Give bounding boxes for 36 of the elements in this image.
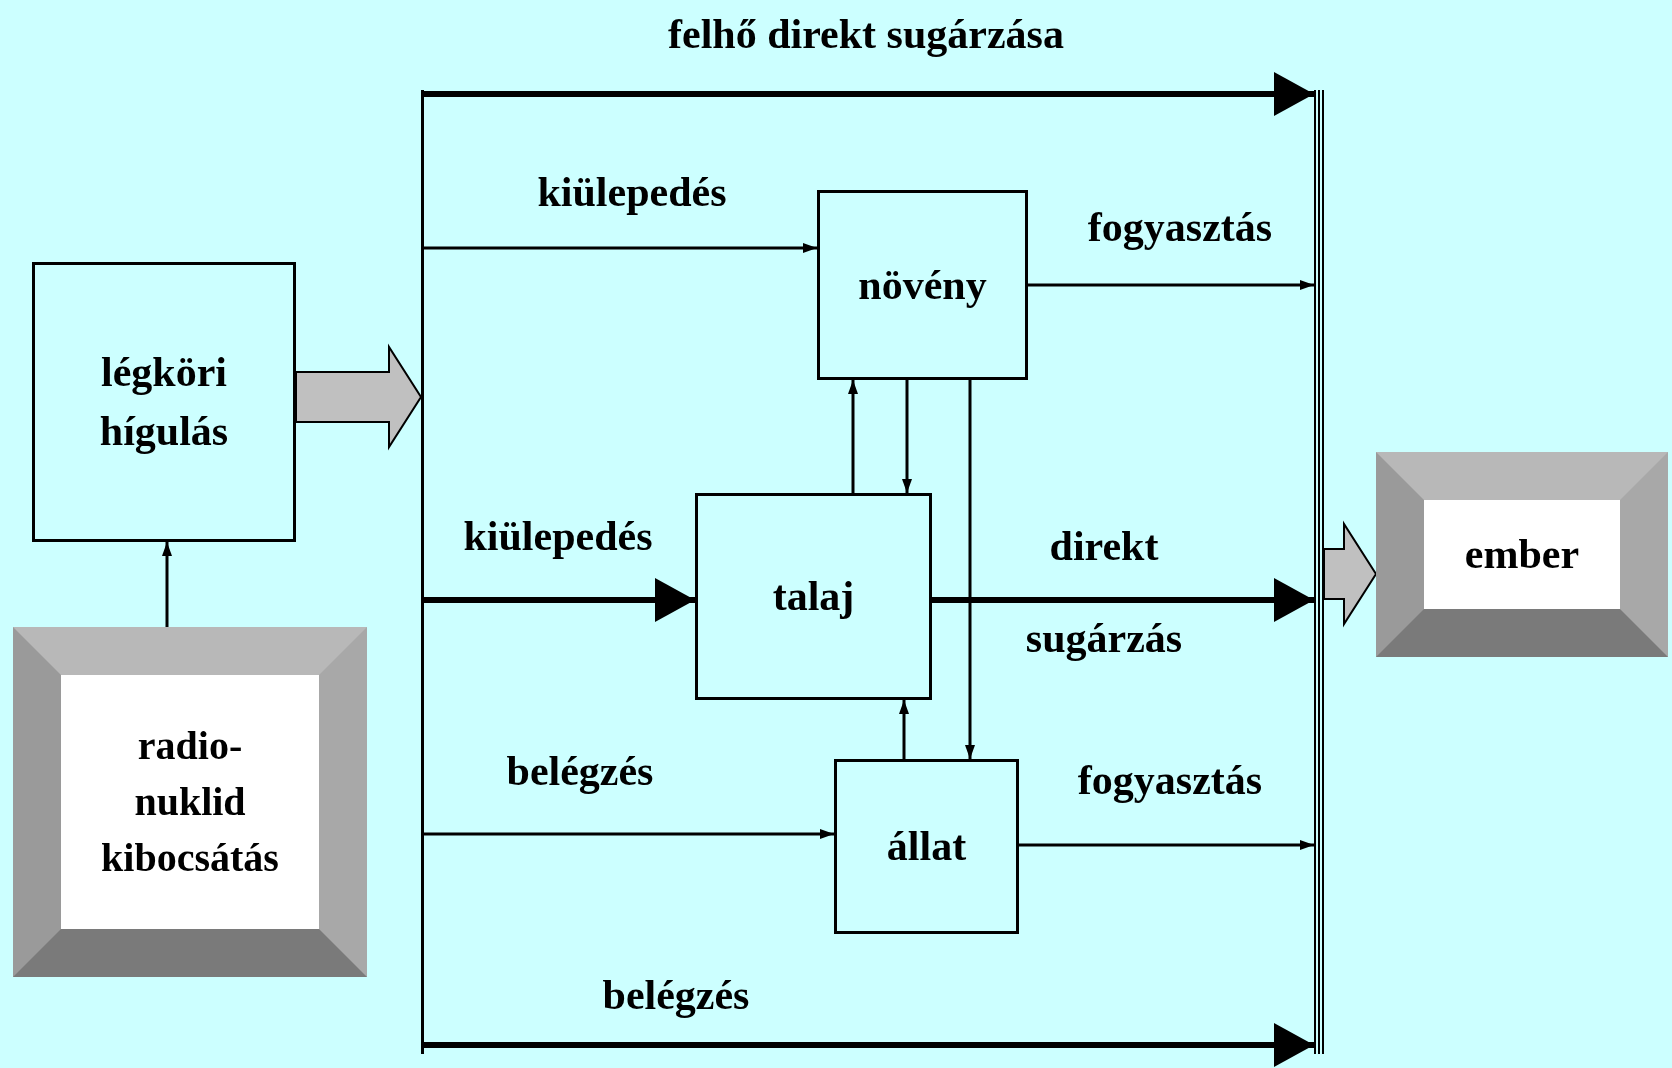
- arrow: [1028, 280, 1314, 290]
- node-label: növény: [858, 260, 987, 310]
- arrow: [902, 380, 912, 493]
- process-box: [32, 262, 296, 542]
- arrow: [899, 700, 909, 759]
- arrow: [848, 380, 858, 493]
- arrow: [1019, 840, 1314, 850]
- arrow: [424, 72, 1314, 116]
- node-label: állat: [886, 822, 967, 872]
- node-label: légköri hígulás: [98, 348, 230, 456]
- arrow: [162, 542, 172, 627]
- edge-label: belégzés: [602, 970, 750, 1020]
- arrow: [424, 829, 834, 839]
- bus-line: [421, 90, 424, 1054]
- edge-label: kiülepedés: [463, 511, 653, 561]
- edge-label: fogyasztás: [1087, 202, 1273, 252]
- process-box: [817, 190, 1028, 380]
- block-arrow: [1323, 520, 1378, 628]
- arrow: [424, 243, 817, 253]
- node-label: ember: [1464, 530, 1580, 580]
- node-label: talaj: [772, 572, 855, 622]
- arrow: [424, 1023, 1314, 1067]
- arrow: [424, 578, 695, 622]
- edge-label: kiülepedés: [537, 167, 727, 217]
- arrow: [932, 578, 1314, 622]
- edge-label: felhő direkt sugárzása: [668, 9, 1064, 59]
- block-arrow: [295, 343, 423, 451]
- edge-label: direkt sugárzás: [1024, 522, 1184, 663]
- process-box: [834, 759, 1019, 934]
- arrow: [965, 380, 975, 759]
- process-box: [695, 493, 932, 700]
- beveled-frame: [13, 627, 367, 977]
- node-label: radio-nuklid kibocsátás: [100, 722, 280, 882]
- edge-label: belégzés: [506, 746, 654, 796]
- beveled-frame: [1376, 452, 1668, 657]
- edge-label: fogyasztás: [1077, 755, 1263, 805]
